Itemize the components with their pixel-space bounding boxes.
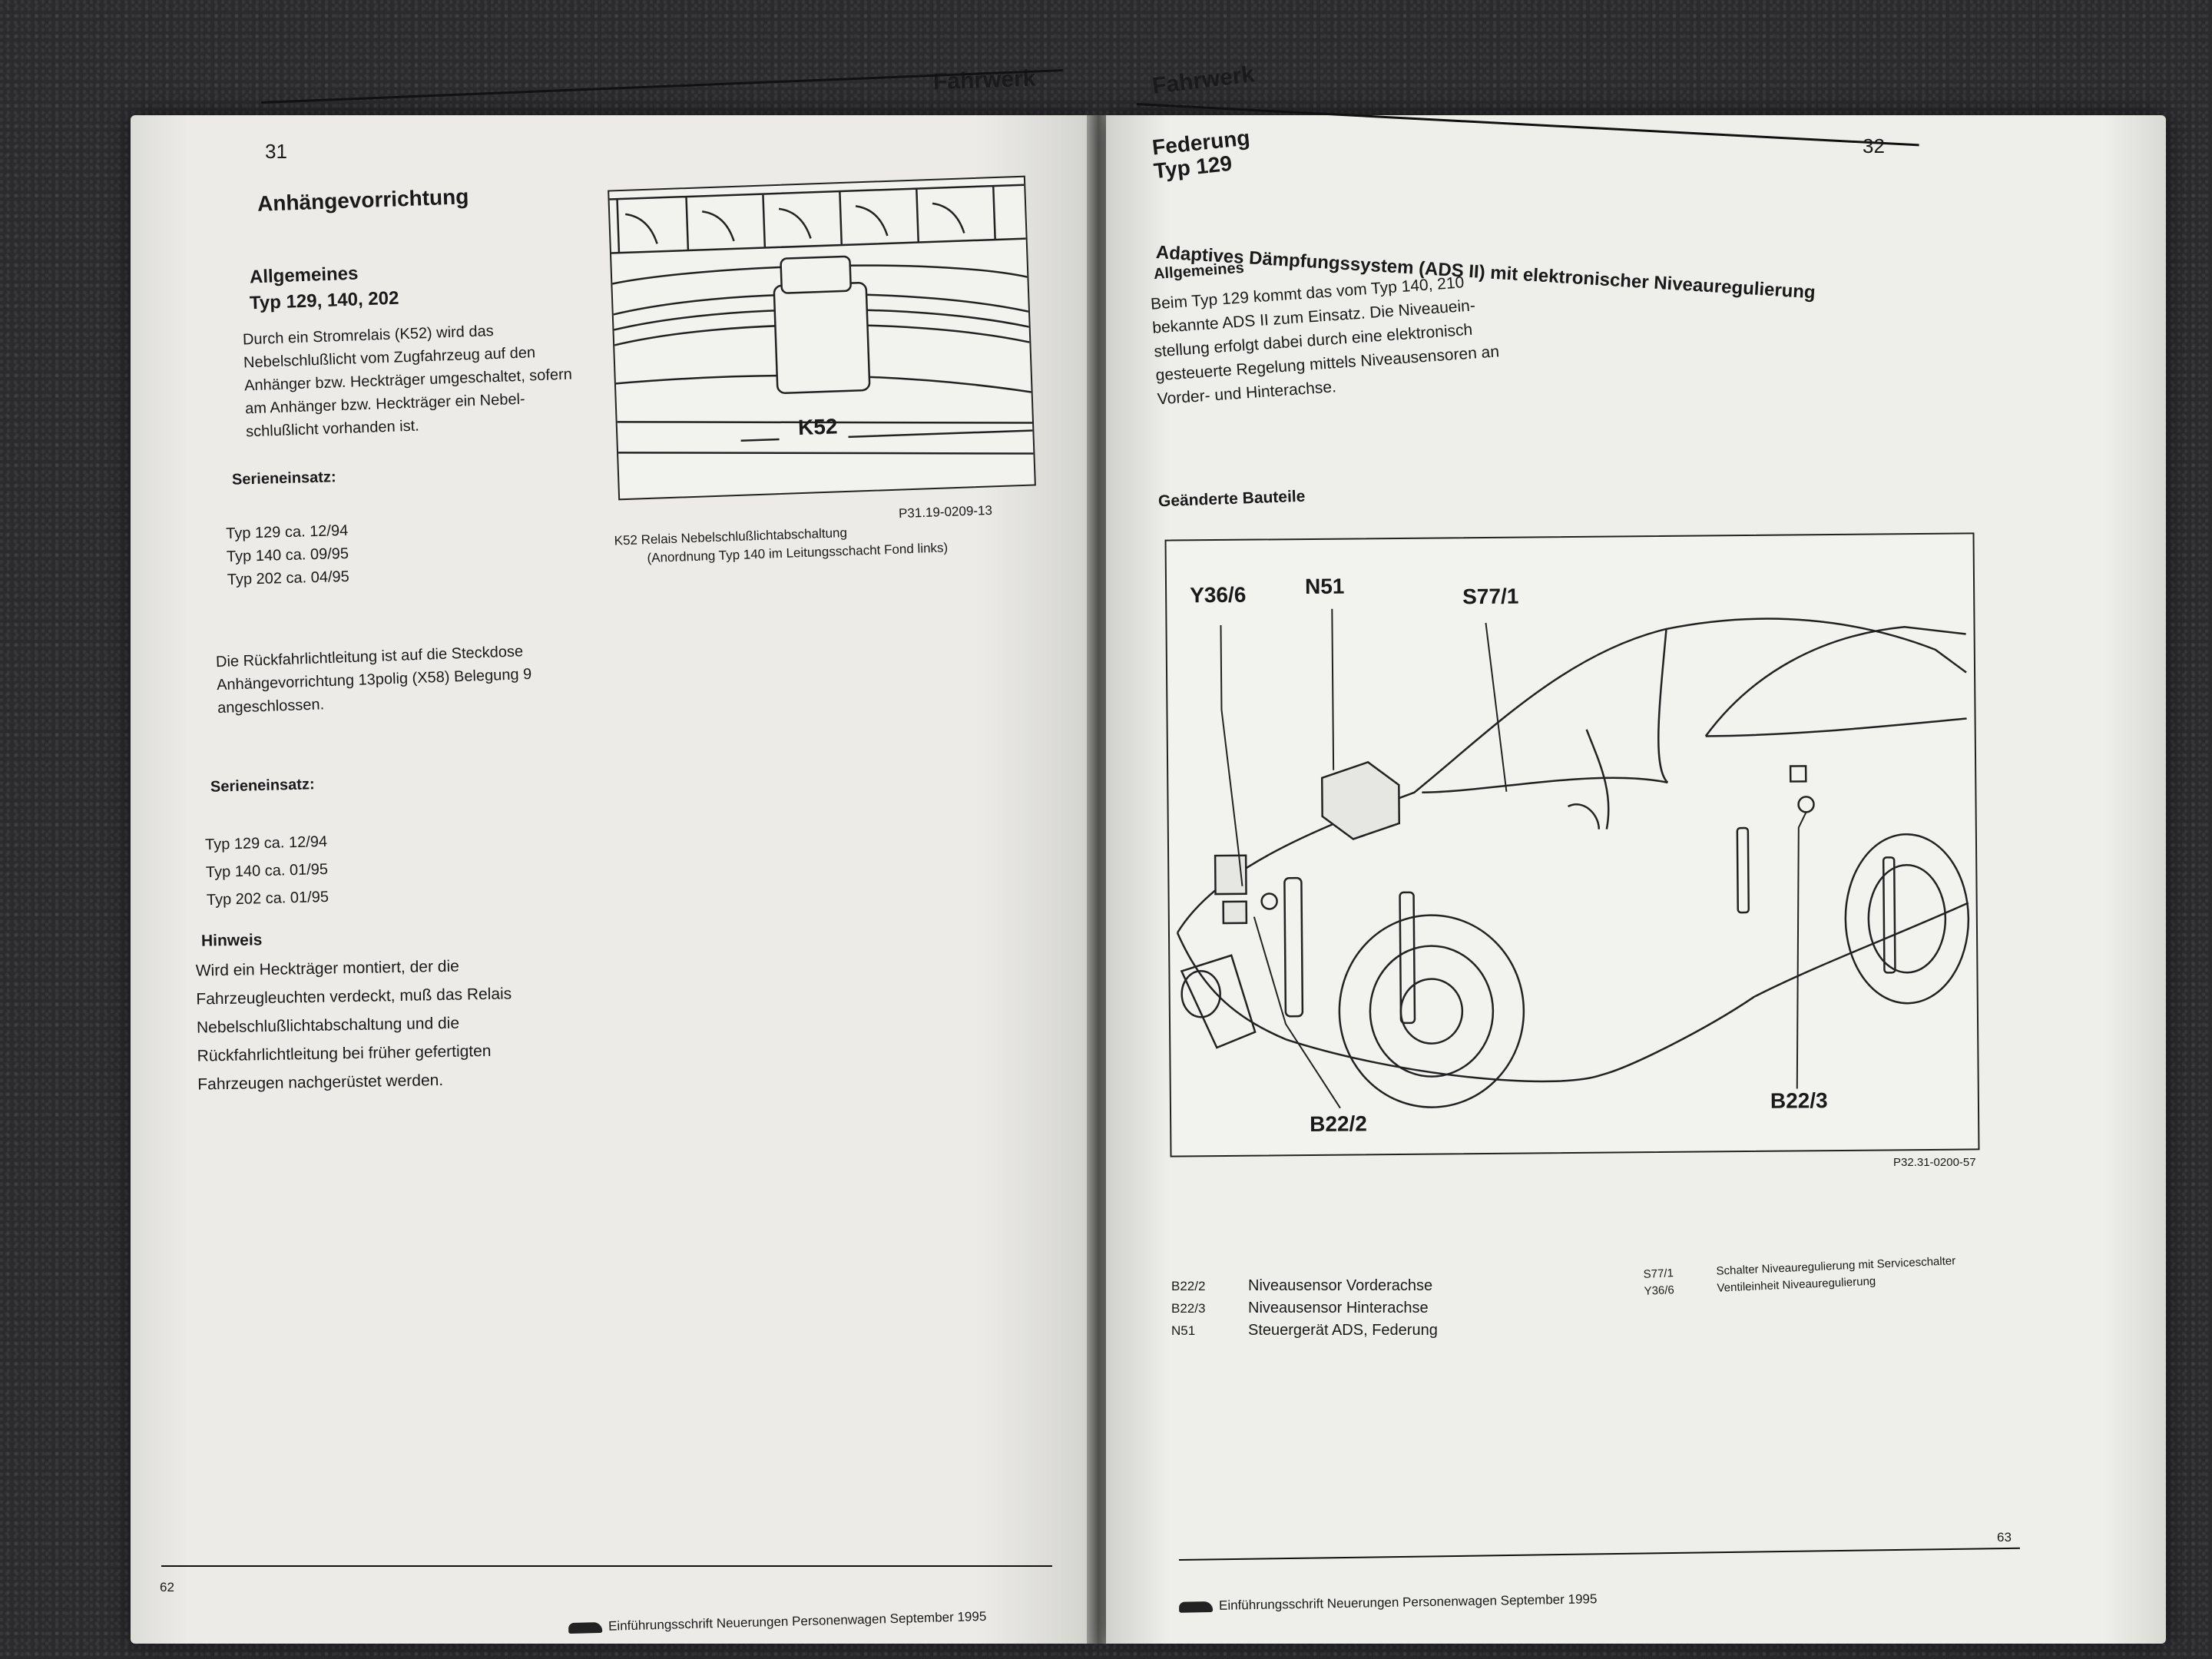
paragraph-ads: Beim Typ 129 kommt das vom Typ 140, 210 … bbox=[1150, 273, 1500, 409]
hint-title: Hinweis bbox=[200, 931, 263, 950]
callout-b22-3: B22/3 bbox=[1770, 1088, 1828, 1113]
callout-k52: K52 bbox=[797, 414, 838, 440]
footer-text: Einführungsschrift Neuerungen Personenwa… bbox=[1178, 1590, 1598, 1615]
page-number-bottom: 62 bbox=[160, 1580, 174, 1594]
relay-illustration bbox=[609, 184, 1034, 455]
serie-title-2: Serieneinsatz: bbox=[210, 776, 315, 796]
callout-y36-6: Y36/6 bbox=[1190, 582, 1247, 608]
page-number-top: 31 bbox=[265, 140, 287, 163]
page-number-bottom: 63 bbox=[1997, 1530, 2012, 1545]
parts-title: Geänderte Bauteile bbox=[1157, 487, 1306, 511]
section-label: Fahrwerk bbox=[1151, 61, 1256, 100]
hint-text: Wird ein Heckträger montiert, der die Fa… bbox=[195, 957, 512, 1094]
footer-text: Einführungsschrift Neuerungen Personenwa… bbox=[568, 1608, 987, 1637]
page-number-top: 32 bbox=[1863, 134, 1885, 157]
footer-rule bbox=[1178, 1547, 2020, 1561]
figure-code: P32.31-0200-57 bbox=[1893, 1156, 1976, 1169]
paragraph-reverse-light: Die Rückfahrlichtleitung ist auf die Ste… bbox=[215, 643, 532, 717]
callout-b22-2: B22/2 bbox=[1310, 1111, 1368, 1136]
relay-figure: K52 bbox=[608, 175, 1036, 501]
callout-s77-1: S77/1 bbox=[1462, 584, 1519, 609]
type-line: Typ 129, 140, 202 bbox=[249, 287, 399, 314]
car-illustration bbox=[1176, 608, 1970, 1109]
figure-caption: K52 Relais Nebelschlußlichtabschaltung (… bbox=[614, 525, 949, 566]
header-rule bbox=[1136, 103, 1919, 147]
footer-rule bbox=[161, 1565, 1052, 1567]
serie-title-1: Serieneinsatz: bbox=[231, 469, 336, 488]
serie-list-1: Typ 129 ca. 12/94 Typ 140 ca. 09/95 Typ … bbox=[225, 522, 350, 589]
left-page: Fahrwerk 31 Anhängevorrichtung Allgemein… bbox=[131, 66, 1091, 1644]
page-heading: Anhängevorrichtung bbox=[257, 184, 469, 216]
car-icon bbox=[1178, 1601, 1214, 1613]
general-title: Allgemeines bbox=[249, 263, 359, 288]
callout-n51: N51 bbox=[1304, 574, 1345, 599]
right-page: Fahrwerk 32 Federung Typ 129 Adaptives D… bbox=[1106, 61, 2166, 1644]
car-icon bbox=[568, 1621, 603, 1634]
paragraph-relay: Durch ein Stromrelais (K52) wird das Neb… bbox=[242, 323, 573, 441]
car-figure: Y36/6 N51 S77/1 B22/2 B22/3 bbox=[1164, 532, 1980, 1157]
serie-list-2: Typ 129 ca. 12/94 Typ 140 ca. 01/95 Typ … bbox=[204, 833, 329, 909]
